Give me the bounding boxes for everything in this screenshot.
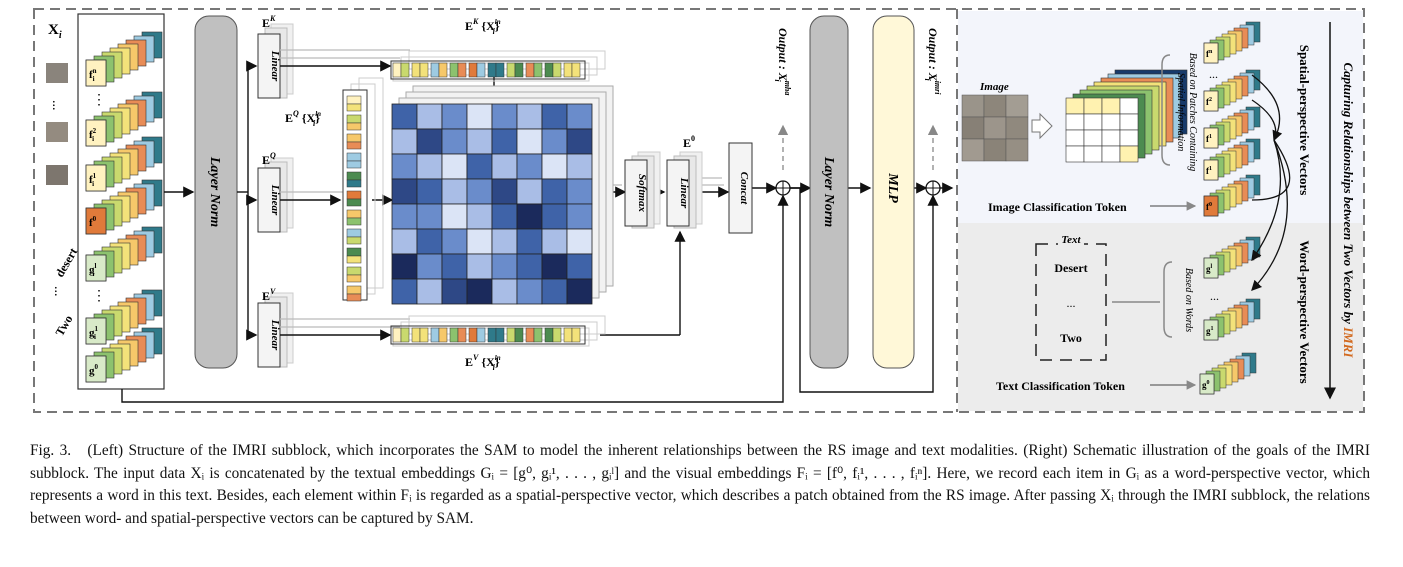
- svg-text:f1: f1: [1206, 166, 1212, 176]
- relation-arcs: [1251, 74, 1291, 291]
- svg-text:Spatial Information: Spatial Information: [1175, 73, 1186, 152]
- svg-text:EK: EK: [262, 14, 276, 30]
- figure-caption: Fig. 3. (Left) Structure of the IMRI sub…: [30, 440, 1370, 530]
- text-word-two: Two: [1060, 331, 1082, 345]
- patch-thumb-1: [46, 63, 68, 83]
- token-label: g0: [89, 363, 99, 377]
- query-token-strip: [342, 77, 384, 302]
- svg-text:...: ...: [1209, 67, 1218, 81]
- capturing-label: Capturing Relationships between Two Vect…: [1341, 63, 1356, 359]
- svg-text:EQ: EQ: [262, 151, 276, 167]
- svg-text:Layer Norm: Layer Norm: [821, 156, 836, 227]
- svg-text:...: ...: [1210, 289, 1219, 303]
- layer-norm-1-label: Layer Norm: [207, 156, 222, 227]
- svg-text:g1: g1: [1206, 326, 1214, 336]
- patch-thumb-2: [46, 122, 68, 142]
- word-two: Two: [52, 313, 75, 339]
- concat-box: Concat: [728, 142, 753, 234]
- outer-frame: [33, 8, 1365, 413]
- output-mha: Output : Xmhai: [773, 28, 792, 170]
- image-label: Image: [979, 81, 1009, 93]
- caption-fig-number: Fig. 3.: [30, 442, 72, 459]
- linear-k: Linear EK: [257, 14, 294, 99]
- right-token-stacks: fn f2 f1 f1 f0 gl g1 g0......: [1199, 21, 1261, 395]
- svg-text:...: ...: [1067, 296, 1076, 310]
- linear-v: Linear EV: [257, 287, 294, 368]
- svg-text:Linear: Linear: [269, 184, 281, 216]
- svg-text:Concat: Concat: [738, 172, 750, 205]
- word-vec-label: Word-perspective Vectors: [1297, 240, 1312, 383]
- svg-text:f2: f2: [1206, 97, 1212, 107]
- word-desert: desert: [52, 245, 80, 279]
- attention-heatmap: [391, 85, 614, 305]
- svg-text:MLP: MLP: [885, 172, 900, 203]
- add-circle-1: [775, 180, 791, 196]
- svg-text:gl: gl: [1206, 264, 1213, 274]
- svg-text:Output : Xmhai: Output : Xmhai: [773, 28, 792, 95]
- patch-thumb-3: [46, 165, 68, 185]
- key-token-strip: [390, 50, 606, 82]
- svg-text:Softmax: Softmax: [636, 174, 648, 212]
- caption-text: (Left) Structure of the IMRI subblock, w…: [30, 442, 1370, 527]
- svg-text:...: ...: [49, 100, 64, 111]
- svg-text:Based on Words: Based on Words: [1183, 268, 1194, 332]
- text-box: [1035, 243, 1107, 361]
- text-cls-label: Text Classification Token: [996, 379, 1125, 393]
- value-token-strip: [390, 315, 606, 347]
- right-panel-bottom: [958, 223, 1363, 411]
- svg-text:Linear: Linear: [269, 50, 281, 82]
- linear-out: Linear E0: [666, 134, 703, 229]
- svg-text:E0: E0: [683, 134, 695, 150]
- svg-text:g0: g0: [1202, 380, 1210, 390]
- rs-image: [961, 94, 1029, 162]
- svg-text:Output : Ximrii: Output : Ximrii: [923, 28, 942, 95]
- svg-text:Linear: Linear: [269, 319, 281, 351]
- svg-text:f0: f0: [1206, 202, 1212, 212]
- svg-text:f1: f1: [1206, 134, 1212, 144]
- svg-text:⋮: ⋮: [92, 93, 106, 108]
- svg-text:...: ...: [51, 286, 66, 297]
- svg-text:Based on Patches Containing: Based on Patches Containing: [1187, 53, 1198, 172]
- add-circle-2: [925, 180, 941, 196]
- text-word-desert: Desert: [1054, 261, 1087, 275]
- spatial-vec-label: Spatial-perspective Vectors: [1297, 45, 1312, 196]
- output-imri: Output : Ximrii: [923, 28, 942, 170]
- image-cls-label: Image Classification Token: [988, 200, 1127, 214]
- token-label: f0: [89, 215, 97, 229]
- svg-text:EV: EV: [262, 287, 276, 303]
- softmax-box: Softmax: [624, 151, 661, 229]
- image-arrow: [1031, 112, 1053, 140]
- svg-text:Linear: Linear: [678, 177, 690, 209]
- input-x-label: Xi: [48, 22, 62, 41]
- svg-text:Text: Text: [1061, 234, 1081, 246]
- svg-text:⋮: ⋮: [92, 289, 106, 304]
- mlp-block: [872, 15, 915, 369]
- layer-norm-2: [809, 15, 849, 369]
- patch-grid: [1065, 69, 1188, 163]
- svg-text:fn: fn: [1206, 49, 1213, 59]
